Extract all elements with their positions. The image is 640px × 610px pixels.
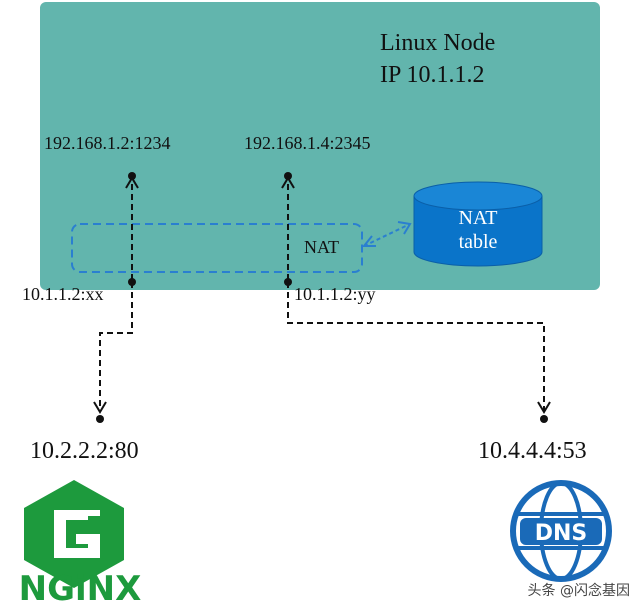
endpoint-dot-192-168-1-4 [284,172,292,180]
footer-credit: 头条 @闪念基因 [527,583,630,599]
translated-address-1: 10.1.1.2:xx [22,284,104,304]
nat-table-line2: table [458,231,498,253]
nat-table-link [363,223,411,247]
internal-address-1: 192.168.1.2:1234 [44,133,171,153]
nat-table-cylinder [413,181,543,267]
endpoint-dot-10-4-4-4 [540,415,548,423]
endpoint-dot-192-168-1-2 [128,172,136,180]
nat-label: NAT [304,237,339,257]
dns-globe-icon: DNS [510,480,612,582]
node-ip: IP 10.1.1.2 [380,62,485,88]
destination-address-2: 10.4.4.4:53 [478,438,587,464]
nat-dashed-box [71,223,363,273]
dns-label: DNS [535,521,588,546]
internal-address-2: 192.168.1.4:2345 [244,133,371,153]
translated-address-2: 10.1.1.2:yy [294,284,376,304]
destination-address-1: 10.2.2.2:80 [30,438,139,464]
nginx-logo-icon: NGiNX [19,480,142,604]
nat-table-label: NAT table [420,206,536,254]
nat-table-line1: NAT [458,207,498,229]
endpoint-dot-10-2-2-2 [96,415,104,423]
node-title: Linux Node [380,30,496,56]
nginx-wordmark: NGiNX [19,569,142,604]
